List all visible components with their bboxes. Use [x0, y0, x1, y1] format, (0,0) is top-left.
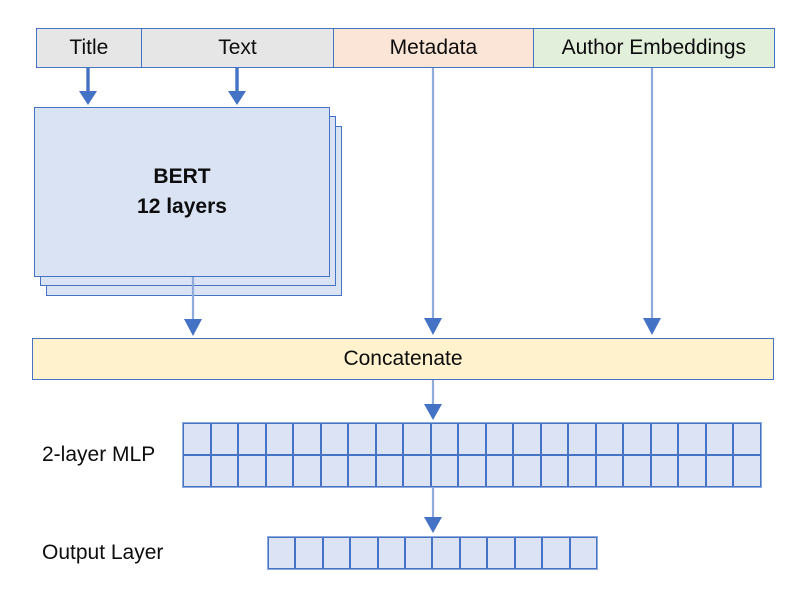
vector-cell	[238, 455, 266, 487]
arrow-mlp-to-output	[424, 488, 442, 533]
vector-cell	[485, 423, 514, 455]
output-grid	[267, 536, 598, 570]
vector-cell	[650, 423, 679, 455]
vector-cell	[733, 423, 761, 455]
vector-cell	[487, 537, 515, 569]
vector-cell	[595, 455, 624, 487]
mlp-grid	[182, 422, 762, 488]
vector-cell	[403, 455, 431, 487]
vector-cell	[430, 423, 459, 455]
vector-cell	[733, 455, 761, 487]
vector-cell	[430, 455, 459, 487]
input-box-title: Title	[37, 29, 141, 67]
vector-cell	[705, 455, 734, 487]
vector-cell	[377, 537, 406, 569]
vector-cell	[459, 537, 488, 569]
vector-cell	[458, 423, 486, 455]
vector-cell	[348, 423, 376, 455]
vector-cell	[485, 455, 514, 487]
vector-cell	[348, 455, 376, 487]
vector-cell	[238, 423, 266, 455]
bert-box: BERT 12 layers	[34, 107, 330, 277]
vector-cell	[623, 423, 651, 455]
vector-cell	[705, 423, 734, 455]
vector-cell	[405, 537, 433, 569]
input-row: Title Text Metadata Author Embeddings	[36, 28, 775, 68]
vector-cell	[210, 455, 239, 487]
vector-cell	[293, 423, 321, 455]
vector-cell	[542, 537, 570, 569]
vector-cell	[540, 455, 569, 487]
vector-cell	[183, 423, 211, 455]
vector-cell	[293, 455, 321, 487]
vector-cell	[458, 455, 486, 487]
vector-cell	[623, 455, 651, 487]
vector-cell	[265, 423, 294, 455]
vector-cell	[513, 455, 541, 487]
input-box-author-embeddings: Author Embeddings	[532, 29, 774, 67]
vector-cell	[320, 455, 349, 487]
arrow-author-to-concatenate	[643, 68, 661, 335]
mlp-label: 2-layer MLP	[42, 443, 156, 466]
vector-cell	[350, 537, 378, 569]
bert-subtitle: 12 layers	[137, 195, 227, 218]
concatenate-bar: Concatenate	[32, 338, 774, 380]
vector-cell	[432, 537, 460, 569]
arrow-metadata-to-concatenate	[424, 68, 442, 335]
vector-cell	[569, 537, 597, 569]
vector-cell	[650, 455, 679, 487]
vector-cell	[514, 537, 543, 569]
input-box-metadata: Metadata	[333, 29, 533, 67]
output-label: Output Layer	[42, 541, 164, 564]
arrow-text-to-bert	[228, 68, 246, 105]
vector-cell	[568, 423, 596, 455]
vector-cell	[320, 423, 349, 455]
vector-cell	[595, 423, 624, 455]
vector-cell	[678, 455, 706, 487]
vector-cell	[210, 423, 239, 455]
bert-title: BERT	[153, 165, 211, 188]
vector-cell	[375, 455, 404, 487]
vector-cell	[513, 423, 541, 455]
vector-cell	[678, 423, 706, 455]
arrow-title-to-bert	[79, 68, 97, 105]
arrow-concatenate-to-mlp	[424, 380, 442, 420]
input-box-text: Text	[140, 29, 334, 67]
vector-cell	[265, 455, 294, 487]
vector-cell	[568, 455, 596, 487]
vector-cell	[375, 423, 404, 455]
vector-cell	[403, 423, 431, 455]
vector-cell	[183, 455, 211, 487]
vector-cell	[268, 537, 296, 569]
vector-cell	[322, 537, 351, 569]
vector-cell	[540, 423, 569, 455]
vector-cell	[295, 537, 323, 569]
